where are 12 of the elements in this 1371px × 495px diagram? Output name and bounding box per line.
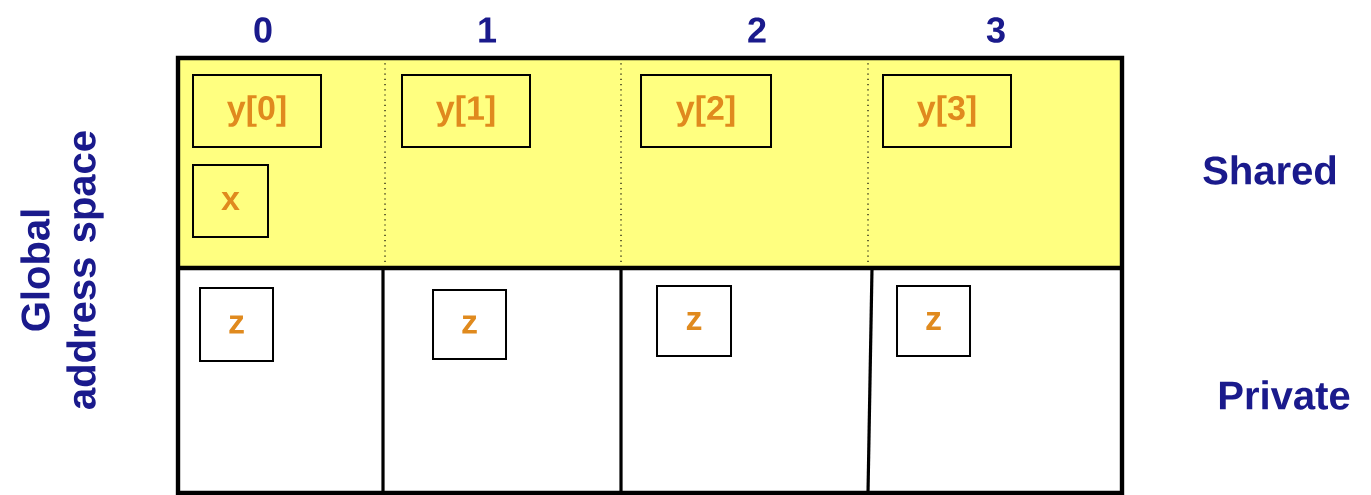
variable-box: y[2] <box>640 74 772 148</box>
region-label: Private <box>1219 380 1350 410</box>
variable-box: z <box>432 289 507 360</box>
variable-box: x <box>192 164 269 238</box>
variable-box: z <box>896 285 971 357</box>
variable-box: z <box>199 287 274 362</box>
region-label: Shared <box>1203 155 1336 185</box>
variable-box: y[0] <box>192 74 322 148</box>
variable-box: y[1] <box>401 74 531 148</box>
variable-box: z <box>656 285 732 357</box>
axis-title: Global address space <box>20 131 104 409</box>
variable-box: y[3] <box>882 74 1012 148</box>
